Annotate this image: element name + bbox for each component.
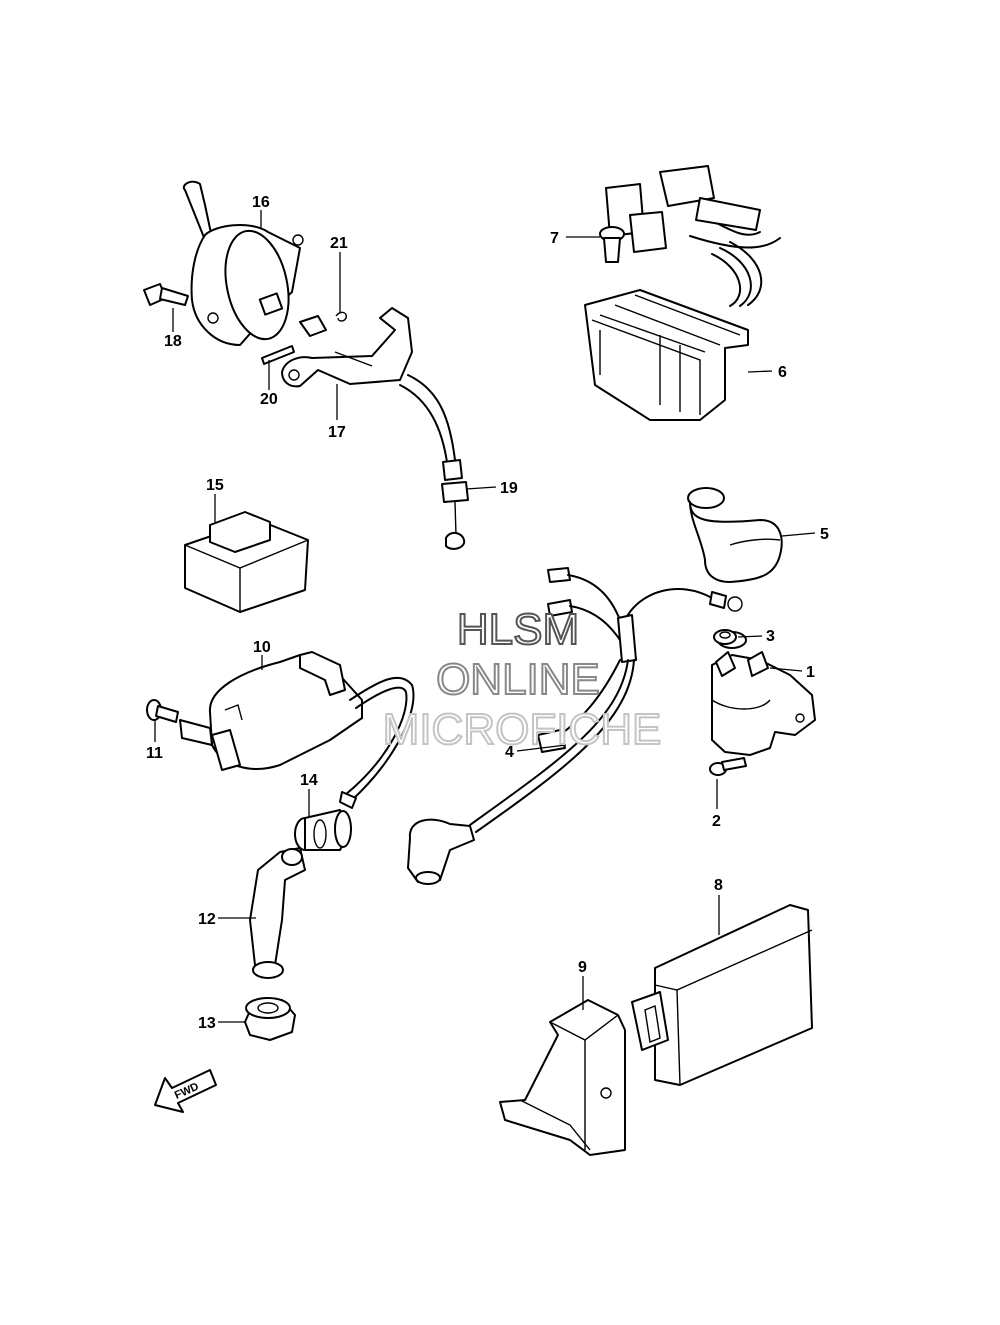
callout-2: 2 (712, 813, 721, 830)
callout-13: 13 (198, 1015, 216, 1032)
part-3-nut (713, 629, 737, 645)
callout-8: 8 (714, 877, 723, 894)
callout-9: 9 (578, 959, 587, 976)
callout-14: 14 (300, 772, 318, 789)
callout-21: 21 (330, 235, 348, 252)
callout-1: 1 (806, 664, 815, 681)
callout-3: 3 (766, 628, 775, 645)
part-4-harness (407, 567, 743, 885)
callout-16: 16 (252, 194, 270, 211)
part-11-screw (146, 699, 179, 723)
callout-11: 11 (146, 745, 163, 762)
part-21-clip (335, 311, 348, 322)
fwd-arrow-icon: FWD (154, 1069, 217, 1113)
callout-18: 18 (164, 333, 182, 350)
leader-lines (154, 210, 816, 1023)
part-16-coil (182, 180, 304, 346)
callout-10: 10 (253, 639, 271, 656)
part-1-solenoid (711, 631, 816, 756)
part-8-cdi-unit (631, 904, 813, 1086)
watermark-line-3: MICROFICHE (383, 705, 662, 754)
callout-19: 19 (500, 480, 518, 497)
part-20-pin (261, 345, 295, 365)
callout-4: 4 (505, 744, 514, 761)
callout-6: 6 (778, 364, 787, 381)
callout-7: 7 (550, 230, 559, 247)
part-19-cable (399, 374, 469, 550)
callout-labels: 1 2 3 4 5 6 7 8 9 10 11 12 13 14 15 16 1… (146, 194, 829, 1032)
part-9-cover (499, 999, 626, 1156)
callout-12: 12 (198, 911, 216, 928)
callout-20: 20 (260, 391, 278, 408)
part-18-bolt (143, 283, 189, 306)
watermark-line-2: ONLINE (436, 655, 600, 704)
part-14-grommet (294, 809, 352, 851)
part-6-regulator (584, 165, 781, 421)
watermark: HLSM ONLINE MICROFICHE (382, 604, 663, 755)
part-15-relay (184, 511, 309, 613)
part-2-bolt (709, 757, 747, 776)
callout-17: 17 (328, 424, 346, 441)
part-7-bolt (599, 226, 625, 263)
callout-5: 5 (820, 526, 829, 543)
watermark-line-1: HLSM (457, 605, 579, 654)
part-12-plug-cap (249, 847, 306, 979)
part-10-ignition-coil (179, 651, 415, 809)
part-13-cap (244, 997, 296, 1041)
part-5-cap (687, 487, 783, 583)
callout-15: 15 (206, 477, 224, 494)
part-17-bracket (281, 307, 413, 388)
